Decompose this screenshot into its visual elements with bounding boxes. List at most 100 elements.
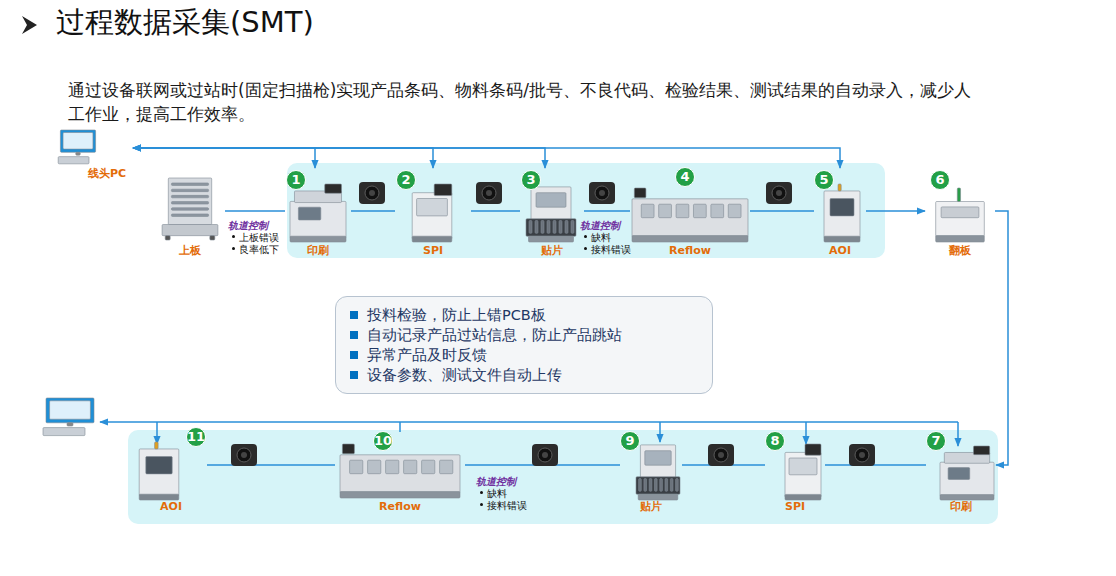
station-label: Reflow	[669, 244, 711, 257]
flow-connector	[351, 210, 395, 212]
machine-part	[640, 445, 675, 480]
machine-picture	[526, 184, 576, 242]
data-wire	[399, 422, 401, 432]
machine-part	[830, 199, 854, 216]
machine-part	[146, 457, 172, 474]
machine-part	[676, 479, 679, 492]
machine-part	[325, 184, 342, 193]
machine-part	[412, 236, 452, 242]
machine-part	[340, 492, 460, 498]
flow-connector	[750, 210, 814, 212]
callout-number: 2	[396, 170, 416, 190]
barcode-scanner	[231, 444, 257, 466]
callout-item: 缺料	[487, 488, 507, 499]
scanner-lens	[482, 186, 496, 200]
machine-part	[936, 202, 985, 237]
station-label-wrap: 上板	[155, 239, 225, 258]
machine-part	[941, 207, 979, 218]
machine-picture	[933, 188, 987, 242]
machine-part	[46, 398, 94, 423]
callout-number: 8	[765, 431, 785, 451]
machine-part	[553, 221, 556, 234]
machine-part	[171, 189, 208, 191]
title-arrow	[22, 16, 37, 34]
machine-part	[541, 221, 544, 234]
station-label-wrap: 线头PC	[88, 162, 126, 181]
machine-part	[139, 449, 179, 495]
machine-part	[529, 236, 574, 242]
barcode-scanner	[359, 182, 385, 204]
station-node: 1印刷	[285, 168, 351, 258]
flow-connector	[995, 211, 1008, 465]
station-node: 上板	[155, 178, 225, 258]
machine-part	[422, 460, 435, 474]
machine-part	[940, 495, 994, 500]
machine-part	[58, 157, 89, 164]
flow-connector	[866, 210, 925, 212]
machine-part	[638, 494, 678, 500]
station-label: Reflow	[379, 500, 421, 513]
info-box: 投料检验，防止上错PCB板自动记录产品过站信息，防止产品跳站异常产品及时反馈设备…	[335, 296, 713, 394]
barcode-scanner	[766, 182, 792, 204]
machine-part	[417, 199, 448, 216]
callout-item: 接料错误	[487, 500, 527, 511]
machine-part	[670, 479, 673, 492]
machine-part	[536, 193, 566, 208]
machine-part	[547, 221, 550, 234]
station-node: 11AOI	[135, 426, 207, 514]
machine-part	[342, 444, 354, 454]
machine-part	[67, 423, 73, 426]
title-text: 过程数据采集(SMT)	[56, 5, 314, 39]
machine-part	[824, 191, 860, 237]
machine-part	[805, 444, 821, 455]
station-label-wrap: Reflow	[335, 495, 465, 514]
number-wrap: 2	[396, 169, 416, 190]
number-wrap: 3	[521, 169, 541, 190]
station-label: 印刷	[950, 500, 972, 513]
station-label-wrap: SPI	[395, 239, 471, 258]
station-node: 线头PC	[38, 128, 133, 180]
scanner-lens	[538, 448, 552, 462]
machine-part	[350, 460, 363, 474]
station-label: 贴片	[640, 500, 662, 513]
scanner-body	[231, 444, 257, 466]
flow-connector	[225, 210, 285, 212]
machine-part	[636, 477, 680, 494]
machine-part	[785, 494, 821, 500]
callout-number: 9	[620, 431, 640, 451]
scanner-lens	[237, 448, 251, 462]
flow-connector	[584, 210, 630, 212]
scanner-body	[532, 444, 558, 466]
bullet-text: 设备参数、测试文件自动上传	[367, 367, 562, 383]
machine-part	[526, 219, 576, 236]
machine-part	[171, 214, 208, 216]
station-label: SPI	[785, 500, 805, 513]
bullet-dot	[480, 491, 483, 494]
scanner-lens	[486, 190, 492, 196]
bullet-square	[350, 331, 358, 339]
machine-part	[559, 221, 562, 234]
machine-part	[50, 401, 91, 419]
machine-picture	[340, 444, 460, 498]
machine-part	[632, 199, 748, 237]
machine-part	[728, 204, 741, 218]
station-label: 上板	[179, 244, 201, 257]
number-wrap: 1	[286, 169, 306, 190]
machine-part	[531, 187, 571, 222]
callout-heading: 轨道控制	[476, 476, 516, 487]
description-text: 通过设备联网或过站时(固定扫描枪)实现产品条码、物料条码/批号、不良代码、检验结…	[68, 80, 971, 124]
station-label-wrap: 印刷	[926, 495, 996, 514]
machine-part	[155, 442, 159, 449]
callout-number: 10	[373, 431, 393, 451]
machine-picture	[822, 184, 862, 242]
station-label-wrap: 贴片	[620, 495, 682, 514]
number-wrap: 9	[620, 430, 640, 451]
station-label-wrap: 翻板	[925, 239, 995, 258]
machine-part	[936, 236, 985, 242]
machine-picture	[159, 178, 221, 240]
number-wrap: 10	[373, 430, 393, 451]
scanner-lens	[542, 452, 548, 458]
machine-part	[63, 133, 93, 150]
scanner-body	[476, 182, 502, 204]
